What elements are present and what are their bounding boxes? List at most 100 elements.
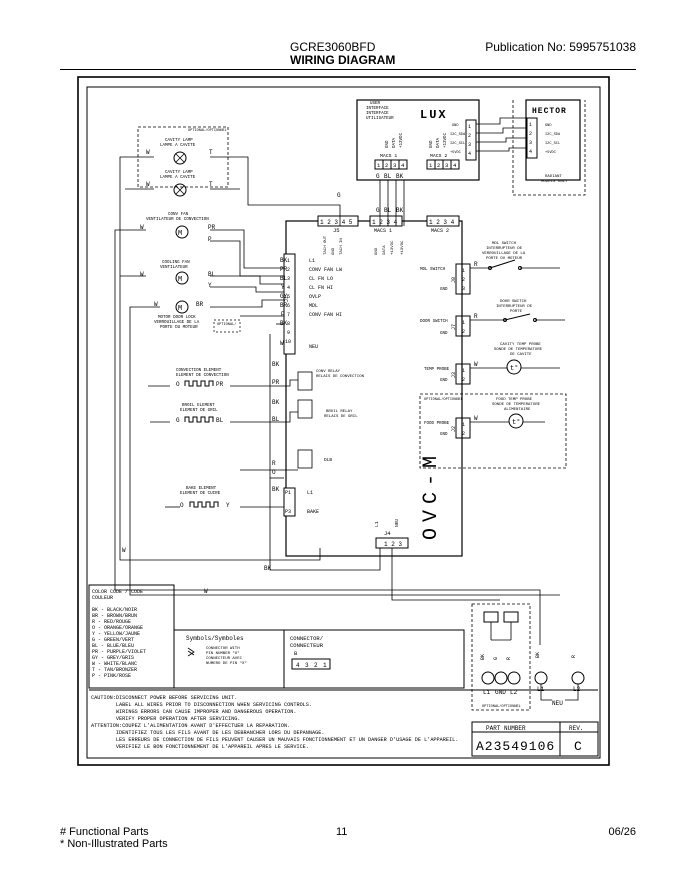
svg-text:R: R — [571, 655, 577, 658]
j5-label: J5 — [333, 227, 340, 234]
rev-value: C — [574, 739, 582, 754]
svg-text:Y: Y — [281, 284, 285, 291]
lux-ui-label-4: UTILISATEUR — [366, 117, 394, 121]
svg-text:4: 4 — [287, 285, 290, 291]
k3-bake: BAKE — [307, 509, 319, 515]
cavity-lamp-1-fr: LAMPE A CAVITE — [160, 144, 196, 148]
svg-text:BK: BK — [264, 565, 272, 572]
lux-i2c-scl: I2C_SCL — [450, 142, 465, 146]
door-switch-3: PORTE — [510, 310, 523, 314]
right-components: MDL SWITCH INTERRUPTEUR DE VERROUILLAGE … — [419, 242, 567, 469]
cavity-probe-2: SONDE DE TEMPERATURE — [494, 348, 543, 352]
ovc-board: OVC-M 1 2 3 4 5 J5 TACH OUT GND TACH IN … — [283, 215, 463, 557]
header-rule — [60, 69, 636, 70]
cooling-fan-fr: VENTILATEUR — [160, 266, 188, 270]
door-switch-1: DOOR SWITCH — [500, 300, 527, 304]
heating-elements: CONVECTION ELEMENT ELEMENT DE CONVECTION… — [176, 369, 230, 509]
color-code-item-1: BK - BLACK/NOIR — [92, 607, 137, 613]
conv-fan-en: CONV FAN — [168, 213, 189, 217]
footer-date: 06/26 — [608, 826, 636, 838]
diagram-outer-frame — [77, 76, 610, 766]
svg-text:3: 3 — [445, 162, 448, 169]
connector-b: B — [294, 650, 298, 657]
color-code-item-10: W - WHITE/BLANC — [92, 661, 137, 667]
page-title: WIRING DIAGRAM — [290, 53, 396, 67]
symbols-desc-2: PIN NUMBER "X" — [206, 651, 240, 656]
svg-text:BK: BK — [272, 486, 280, 493]
svg-text:M: M — [178, 230, 182, 238]
svg-text:PR: PR — [272, 379, 280, 386]
svg-text:W: W — [140, 271, 144, 278]
lux-i2c-gnd: GND — [452, 124, 458, 128]
door-gnd: GND — [440, 332, 448, 336]
terminal-label-l1: L1 — [483, 689, 491, 696]
color-code-item-9: GY - GREY/GRIS — [92, 655, 134, 661]
p1-label: P1 — [285, 490, 291, 496]
lux-pin-1: GND — [386, 140, 390, 148]
lux-ui-label-2: INTERFACE — [366, 107, 389, 111]
svg-text:2: 2 — [462, 329, 465, 335]
svg-text:3: 3 — [393, 162, 396, 169]
caution-line-1: CAUTION:DISCONNECT POWER BEFORE SERVICIN… — [91, 695, 237, 701]
j5-pin-1: TACH OUT — [324, 235, 328, 255]
j1-label: J1 — [284, 296, 290, 302]
hector-sda: I2C_SDA — [545, 133, 561, 137]
caution-line-2: LABEL ALL WIRES PRIOR TO DISCONNECTION W… — [91, 702, 312, 708]
j4-label: J4 — [384, 530, 391, 537]
hector-title: HECTOR — [532, 107, 567, 116]
svg-text:BL: BL — [384, 173, 392, 180]
svg-text:5: 5 — [287, 294, 290, 300]
connector-pin-2: 2 — [314, 662, 318, 669]
svg-text:1: 1 — [468, 124, 471, 130]
lux-macs1-label: MACS 1 — [380, 153, 397, 159]
cavity-lamp-optional: OPTIONAL/OPTIONNEL — [188, 128, 227, 133]
lux-i2c-5v: +5VDC — [450, 151, 461, 155]
svg-text:O: O — [272, 469, 276, 476]
svg-text:P: P — [281, 311, 285, 318]
color-code-item-5: Y - YELLOW/JAUNE — [92, 631, 140, 637]
bake-element-en: BAKE ELEMENT — [186, 487, 217, 491]
svg-text:3: 3 — [287, 276, 290, 282]
j1-mdl: MDL — [309, 303, 318, 309]
ovc-title: OVC-M — [420, 450, 443, 540]
color-code-item-12: P - PINK/ROSE — [92, 673, 131, 679]
j1-ovlp: OVLP — [309, 294, 321, 300]
diagram-inner-frame — [86, 86, 601, 759]
svg-text:1: 1 — [462, 368, 465, 374]
cooling-fan-en: COOLING FAN — [162, 261, 190, 265]
model-number: GCRE3060BFD — [290, 40, 376, 54]
svg-text:Y: Y — [226, 502, 230, 509]
svg-text:4: 4 — [529, 149, 532, 155]
svg-text:4: 4 — [453, 162, 457, 169]
mdl-switch-1: MDL SWITCH — [492, 242, 517, 246]
j8-label: J8 — [451, 277, 457, 283]
broil-relay-en: BROIL RELAY — [326, 410, 353, 414]
svg-text:2: 2 — [529, 131, 532, 137]
svg-text:2: 2 — [462, 377, 465, 383]
svg-text:2: 2 — [462, 277, 465, 283]
j5-pin-2: GND — [332, 247, 336, 255]
lux-pin-2: DATA — [393, 137, 397, 148]
symbols-title: Symbols/Symboles — [186, 635, 244, 642]
cavity-lamp-1-en: CAVITY LAMP — [165, 139, 193, 143]
svg-text:PR: PR — [216, 381, 224, 388]
caution-line-7: LES ERREURS DE CONNECTION DE FILS PEUVEN… — [91, 737, 458, 743]
svg-text:BL: BL — [208, 271, 216, 278]
svg-text:BR: BR — [196, 301, 204, 308]
food-probe-optional: OPTIONAL/OPTIONNEL — [424, 397, 463, 402]
svg-text:GY: GY — [280, 293, 288, 300]
svg-text:6: 6 — [287, 303, 290, 309]
svg-text:BK: BK — [480, 654, 486, 660]
broil-element-en: BROIL ELEMENT — [182, 404, 215, 408]
food-gnd: GND — [440, 433, 448, 437]
optional-tag: OPTIONAL/ — [217, 322, 236, 327]
svg-text:G: G — [376, 207, 380, 214]
conv-relay-fr: RELAIS DE CONVECTION — [316, 375, 365, 379]
caution-line-4: VERIFY PROPER OPERATION AFTER SERVICING. — [91, 716, 240, 722]
svg-text:G: G — [376, 173, 380, 180]
svg-text:R: R — [474, 261, 478, 268]
color-code-box: COLOR CODE / CODE COULEUR BK - BLACK/NOI… — [88, 584, 175, 689]
svg-text:BR: BR — [280, 302, 288, 309]
connector-pin-1: 1 — [323, 662, 327, 669]
